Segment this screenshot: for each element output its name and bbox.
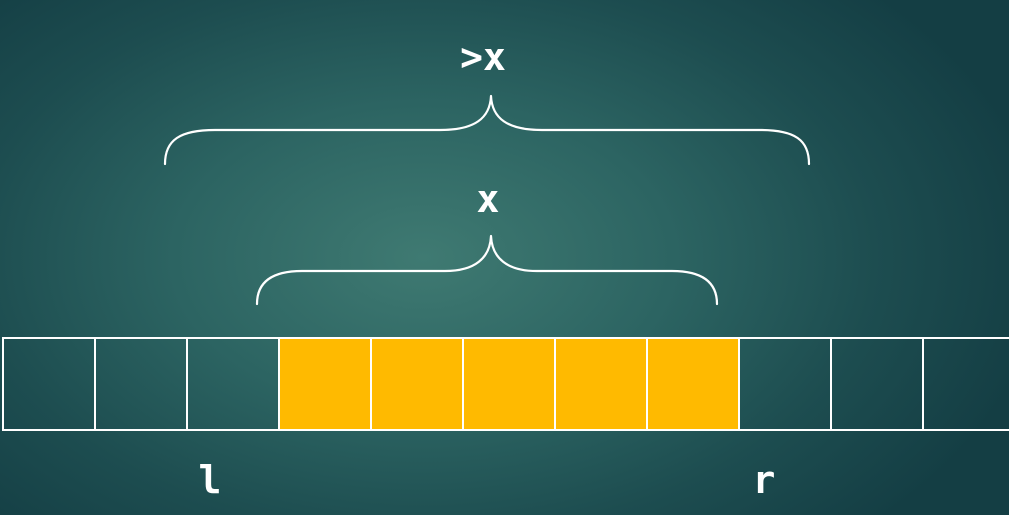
- array-cell: [186, 337, 280, 431]
- inner-brace: [255, 234, 719, 306]
- array-cell: [922, 337, 1009, 431]
- array-cell-highlighted: [462, 337, 556, 431]
- array-cell-highlighted: [370, 337, 464, 431]
- array-cell-highlighted: [646, 337, 740, 431]
- outer-brace: [163, 94, 811, 166]
- outer-brace-label: >x: [460, 35, 506, 79]
- right-pointer-label: r: [752, 458, 776, 502]
- left-pointer-label: l: [198, 458, 222, 502]
- array-cell-highlighted: [554, 337, 648, 431]
- array-cell: [2, 337, 96, 431]
- array: [2, 337, 1009, 431]
- array-cell: [94, 337, 188, 431]
- array-cell: [830, 337, 924, 431]
- array-cell: [738, 337, 832, 431]
- inner-brace-label: x: [476, 177, 500, 221]
- array-cell-highlighted: [278, 337, 372, 431]
